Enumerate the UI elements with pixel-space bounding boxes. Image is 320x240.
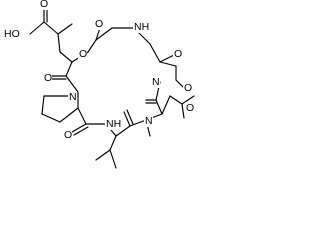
atom-label-background [133,21,149,33]
atom-label-background [144,115,153,127]
atom-label-o-amide-bottom-right: O [186,102,194,114]
bond [43,21,59,35]
bond [29,21,45,35]
atom-label-n-methyl-right: N [152,76,160,88]
atom-label-background [3,28,19,40]
bond [65,75,79,93]
atom-label-background [151,76,160,88]
bond [65,61,73,77]
bond [41,113,61,123]
atom-label-background [183,82,192,94]
atom-label-nh-bottom: NH [106,118,121,130]
bond [57,23,73,35]
bond [169,95,183,105]
atom-label-background [173,48,182,60]
bond [57,33,61,53]
atom-label-ho: HO [4,28,20,40]
atom-label-o-ester-ring: O [79,48,87,60]
bond [155,99,163,115]
atom-label-o-acid: O [40,0,48,10]
atom-label-background [43,72,52,84]
bond [181,103,185,119]
bond [126,109,134,125]
bond [95,27,113,41]
bond [109,135,117,151]
atom-label-background [63,129,72,141]
bond [59,107,79,123]
bond [149,43,161,63]
bond [115,125,131,137]
atom-label-o-amide-bottom-left: O [64,129,72,141]
atom-label-nh-top: NH [134,21,149,33]
bond [159,61,177,67]
atom-label-background [94,18,103,30]
atom-label-n-proline: N [69,91,77,103]
bond [175,79,185,89]
atom-label-n-methyl-lower: N [145,115,153,127]
atom-label-o-ester-carbonyl: O [95,18,103,30]
atom-label-o-amide-left: O [44,72,52,84]
bond [161,95,171,115]
bond [109,149,117,169]
atom-label-background [105,118,121,130]
bond [59,51,73,63]
bond [95,149,111,161]
bond [181,95,195,105]
bond [77,107,87,125]
bond [123,111,131,127]
bond [129,119,147,127]
atom-label-o-amide-top-right: O [174,48,182,60]
bond [71,123,87,133]
atom-label-o-amide-right: O [184,82,192,94]
atom-label-background [78,48,87,60]
bond [73,126,89,136]
bond [41,95,45,115]
atom-label-background [185,102,194,114]
atom-label-background [68,91,77,103]
bond-layer [29,9,195,169]
atom-label-background [39,0,48,10]
bond [87,39,97,53]
